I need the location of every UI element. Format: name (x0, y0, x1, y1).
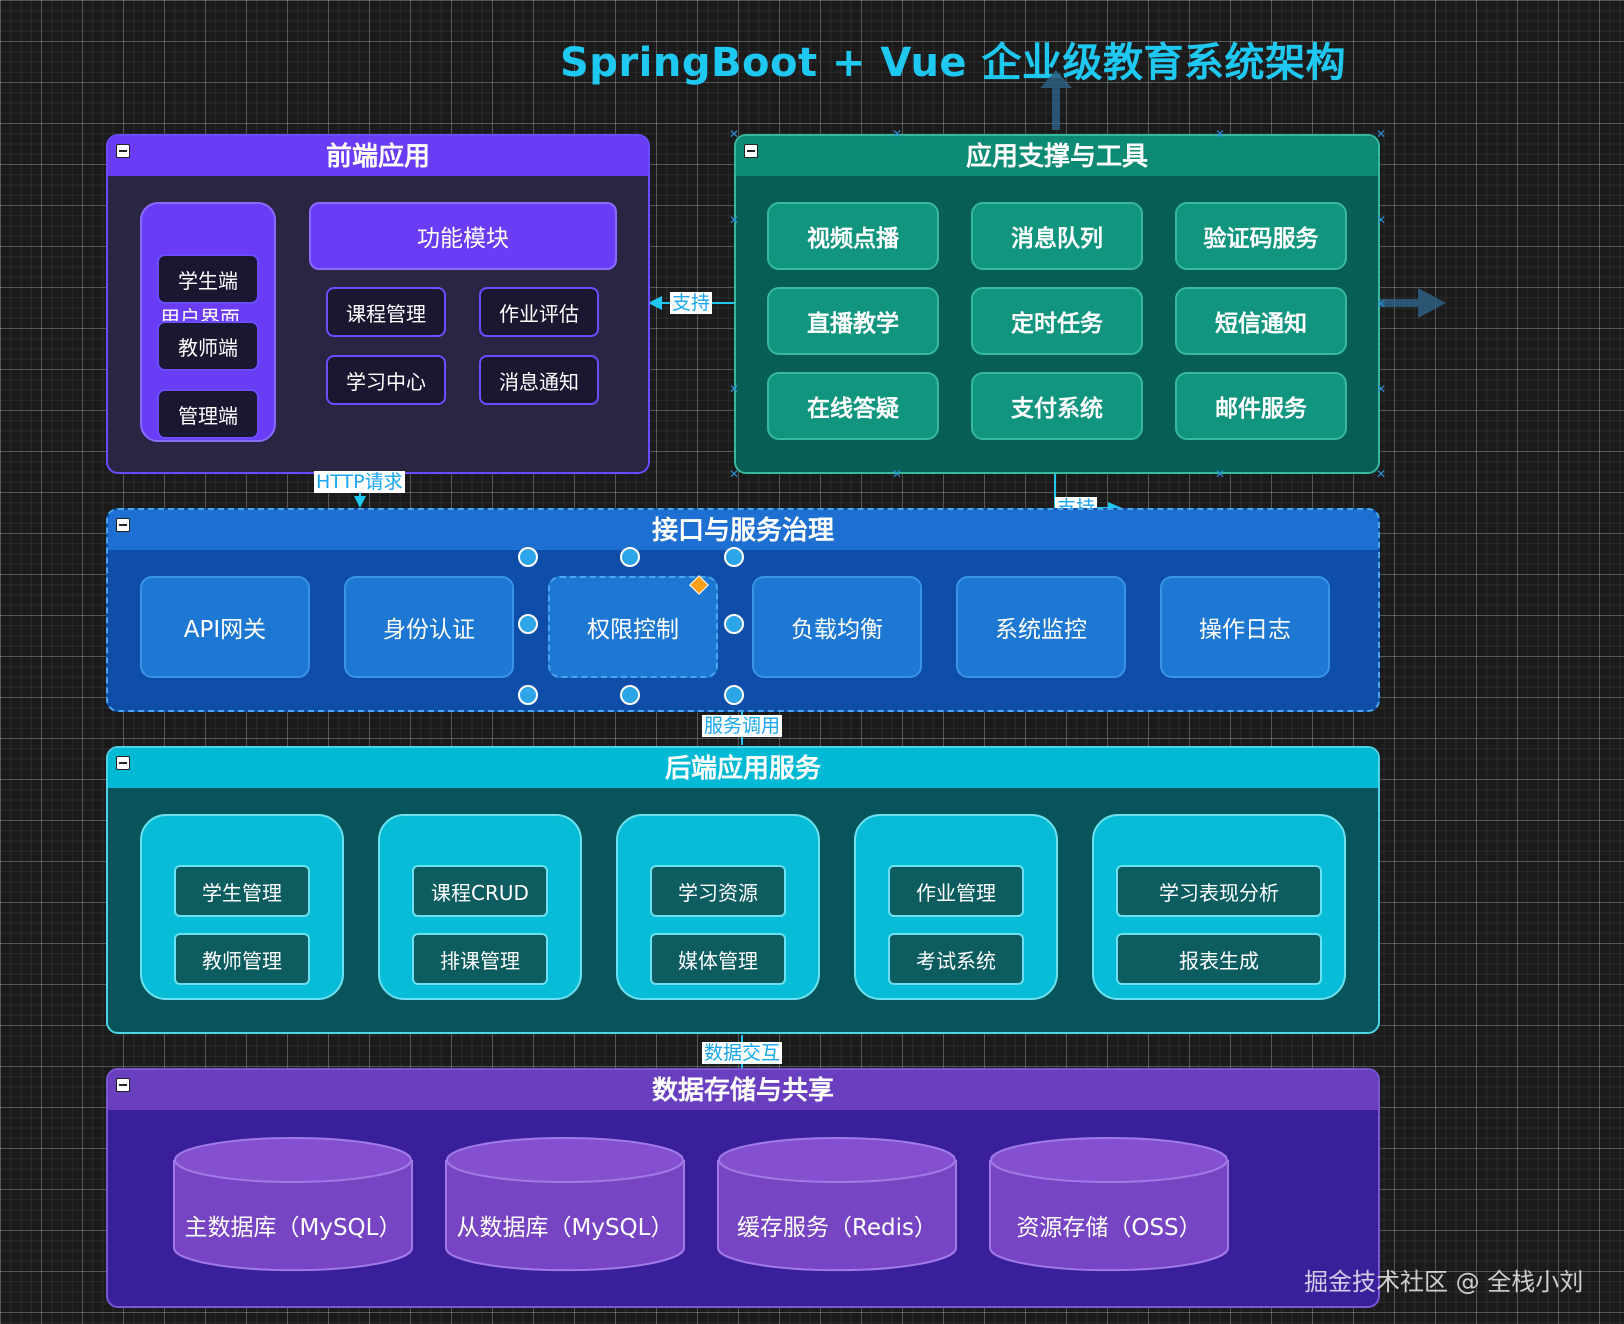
selection-handle[interactable] (620, 547, 640, 567)
edge-label-service-call[interactable]: 服务调用 (702, 715, 783, 737)
gateway-operation-log[interactable]: 操作日志 (1160, 576, 1330, 678)
http-arrowhead (354, 496, 366, 508)
resize-mark[interactable]: ✕ (1375, 382, 1387, 396)
selection-handle[interactable] (518, 547, 538, 567)
storage-header: 数据存储与共享 (108, 1070, 1378, 1110)
gateway-access-control[interactable]: 权限控制 (548, 576, 718, 678)
selection-handle[interactable] (518, 614, 538, 634)
resize-mark[interactable]: ✕ (1214, 467, 1226, 481)
tool-video-on-demand[interactable]: 视频点播 (767, 202, 939, 270)
selection-handle[interactable] (724, 685, 744, 705)
tool-live-teaching[interactable]: 直播教学 (767, 287, 939, 355)
resize-mark[interactable]: ✕ (891, 127, 903, 141)
resource-storage-label: 资源存储（OSS） (1016, 1215, 1202, 1241)
selection-handle[interactable] (724, 547, 744, 567)
gateway-header-label: 接口与服务治理 (651, 516, 834, 546)
right-arrow-decoration (1380, 288, 1446, 318)
tool-scheduled-task[interactable]: 定时任务 (971, 287, 1143, 355)
storage-header-label: 数据存储与共享 (651, 1076, 834, 1106)
backend-homework-management[interactable]: 作业管理 (888, 865, 1024, 917)
resize-mark[interactable]: ✕ (1214, 127, 1226, 141)
gateway-load-balancing[interactable]: 负载均衡 (752, 576, 922, 678)
backend-schedule-management[interactable]: 排课管理 (412, 933, 548, 985)
database-cylinder-slave[interactable] (444, 1136, 686, 1274)
frontend-collapse-button[interactable] (116, 144, 130, 158)
backend-student-management[interactable]: 学生管理 (174, 865, 310, 917)
selection-handle[interactable] (724, 614, 744, 634)
tools-collapse-button[interactable] (744, 144, 758, 158)
backend-course-crud[interactable]: 课程CRUD (412, 865, 548, 917)
database-cylinder-master[interactable] (172, 1136, 414, 1274)
client-admin[interactable]: 管理端 (157, 389, 259, 439)
backend-collapse-button[interactable] (116, 756, 130, 770)
module-course-management[interactable]: 课程管理 (326, 287, 446, 337)
tools-header-label: 应用支撑与工具 (965, 142, 1148, 172)
client-student[interactable]: 学生端 (157, 254, 259, 304)
tool-payment-system[interactable]: 支付系统 (971, 372, 1143, 440)
edge-label-http-request[interactable]: HTTP请求 (314, 471, 405, 493)
resize-mark[interactable]: ✕ (728, 127, 740, 141)
tools-header: 应用支撑与工具 (736, 136, 1378, 176)
watermark: 掘金技术社区 @ 全栈小刘 (1304, 1268, 1584, 1296)
resize-mark[interactable]: ✕ (1375, 467, 1387, 481)
backend-media-management[interactable]: 媒体管理 (650, 933, 786, 985)
tool-online-qa[interactable]: 在线答疑 (767, 372, 939, 440)
gateway-header: 接口与服务治理 (108, 510, 1378, 550)
up-arrow-decoration (1040, 70, 1072, 130)
page-title: SpringBoot + Vue 企业级教育系统架构 (560, 40, 1346, 86)
edge-label-support[interactable]: 支持 (670, 292, 713, 314)
storage-collapse-button[interactable] (116, 1078, 130, 1092)
resize-mark[interactable]: ✕ (1375, 297, 1387, 311)
tool-captcha-service[interactable]: 验证码服务 (1175, 202, 1347, 270)
selection-handle[interactable] (518, 685, 538, 705)
client-teacher[interactable]: 教师端 (157, 321, 259, 371)
resize-mark[interactable]: ✕ (728, 467, 740, 481)
backend-header-label: 后端应用服务 (664, 754, 821, 784)
resize-mark[interactable]: ✕ (728, 382, 740, 396)
gateway-collapse-button[interactable] (116, 518, 130, 532)
resize-mark[interactable]: ✕ (728, 213, 740, 227)
gateway-system-monitoring[interactable]: 系统监控 (956, 576, 1126, 678)
module-header[interactable]: 功能模块 (309, 202, 617, 270)
support-arrowhead (648, 296, 662, 310)
tool-message-queue[interactable]: 消息队列 (971, 202, 1143, 270)
tool-sms-notification[interactable]: 短信通知 (1175, 287, 1347, 355)
gateway-api-gateway[interactable]: API网关 (140, 576, 310, 678)
tool-email-service[interactable]: 邮件服务 (1175, 372, 1347, 440)
backend-teacher-management[interactable]: 教师管理 (174, 933, 310, 985)
gateway-authentication[interactable]: 身份认证 (344, 576, 514, 678)
selection-handle[interactable] (620, 685, 640, 705)
backend-learning-resources[interactable]: 学习资源 (650, 865, 786, 917)
backend-performance-analysis[interactable]: 学习表现分析 (1116, 865, 1322, 917)
module-learning-center[interactable]: 学习中心 (326, 355, 446, 405)
cache-service-label: 缓存服务（Redis） (736, 1215, 938, 1241)
resize-mark[interactable]: ✕ (1375, 127, 1387, 141)
gateway-container[interactable]: 接口与服务治理 (106, 508, 1380, 712)
database-slave-label: 从数据库（MySQL） (456, 1215, 674, 1241)
backend-report-generation[interactable]: 报表生成 (1116, 933, 1322, 985)
frontend-header-label: 前端应用 (325, 142, 430, 172)
backend-header: 后端应用服务 (108, 748, 1378, 788)
module-message-notification[interactable]: 消息通知 (479, 355, 599, 405)
module-homework-evaluation[interactable]: 作业评估 (479, 287, 599, 337)
resize-mark[interactable]: ✕ (1375, 213, 1387, 227)
frontend-header: 前端应用 (108, 136, 648, 176)
database-master-label: 主数据库（MySQL） (184, 1215, 402, 1241)
edge-label-data-exchange[interactable]: 数据交互 (702, 1042, 783, 1064)
resize-mark[interactable]: ✕ (891, 467, 903, 481)
database-cylinder-cache[interactable] (716, 1136, 958, 1274)
backend-exam-system[interactable]: 考试系统 (888, 933, 1024, 985)
database-cylinder-oss[interactable] (988, 1136, 1230, 1274)
